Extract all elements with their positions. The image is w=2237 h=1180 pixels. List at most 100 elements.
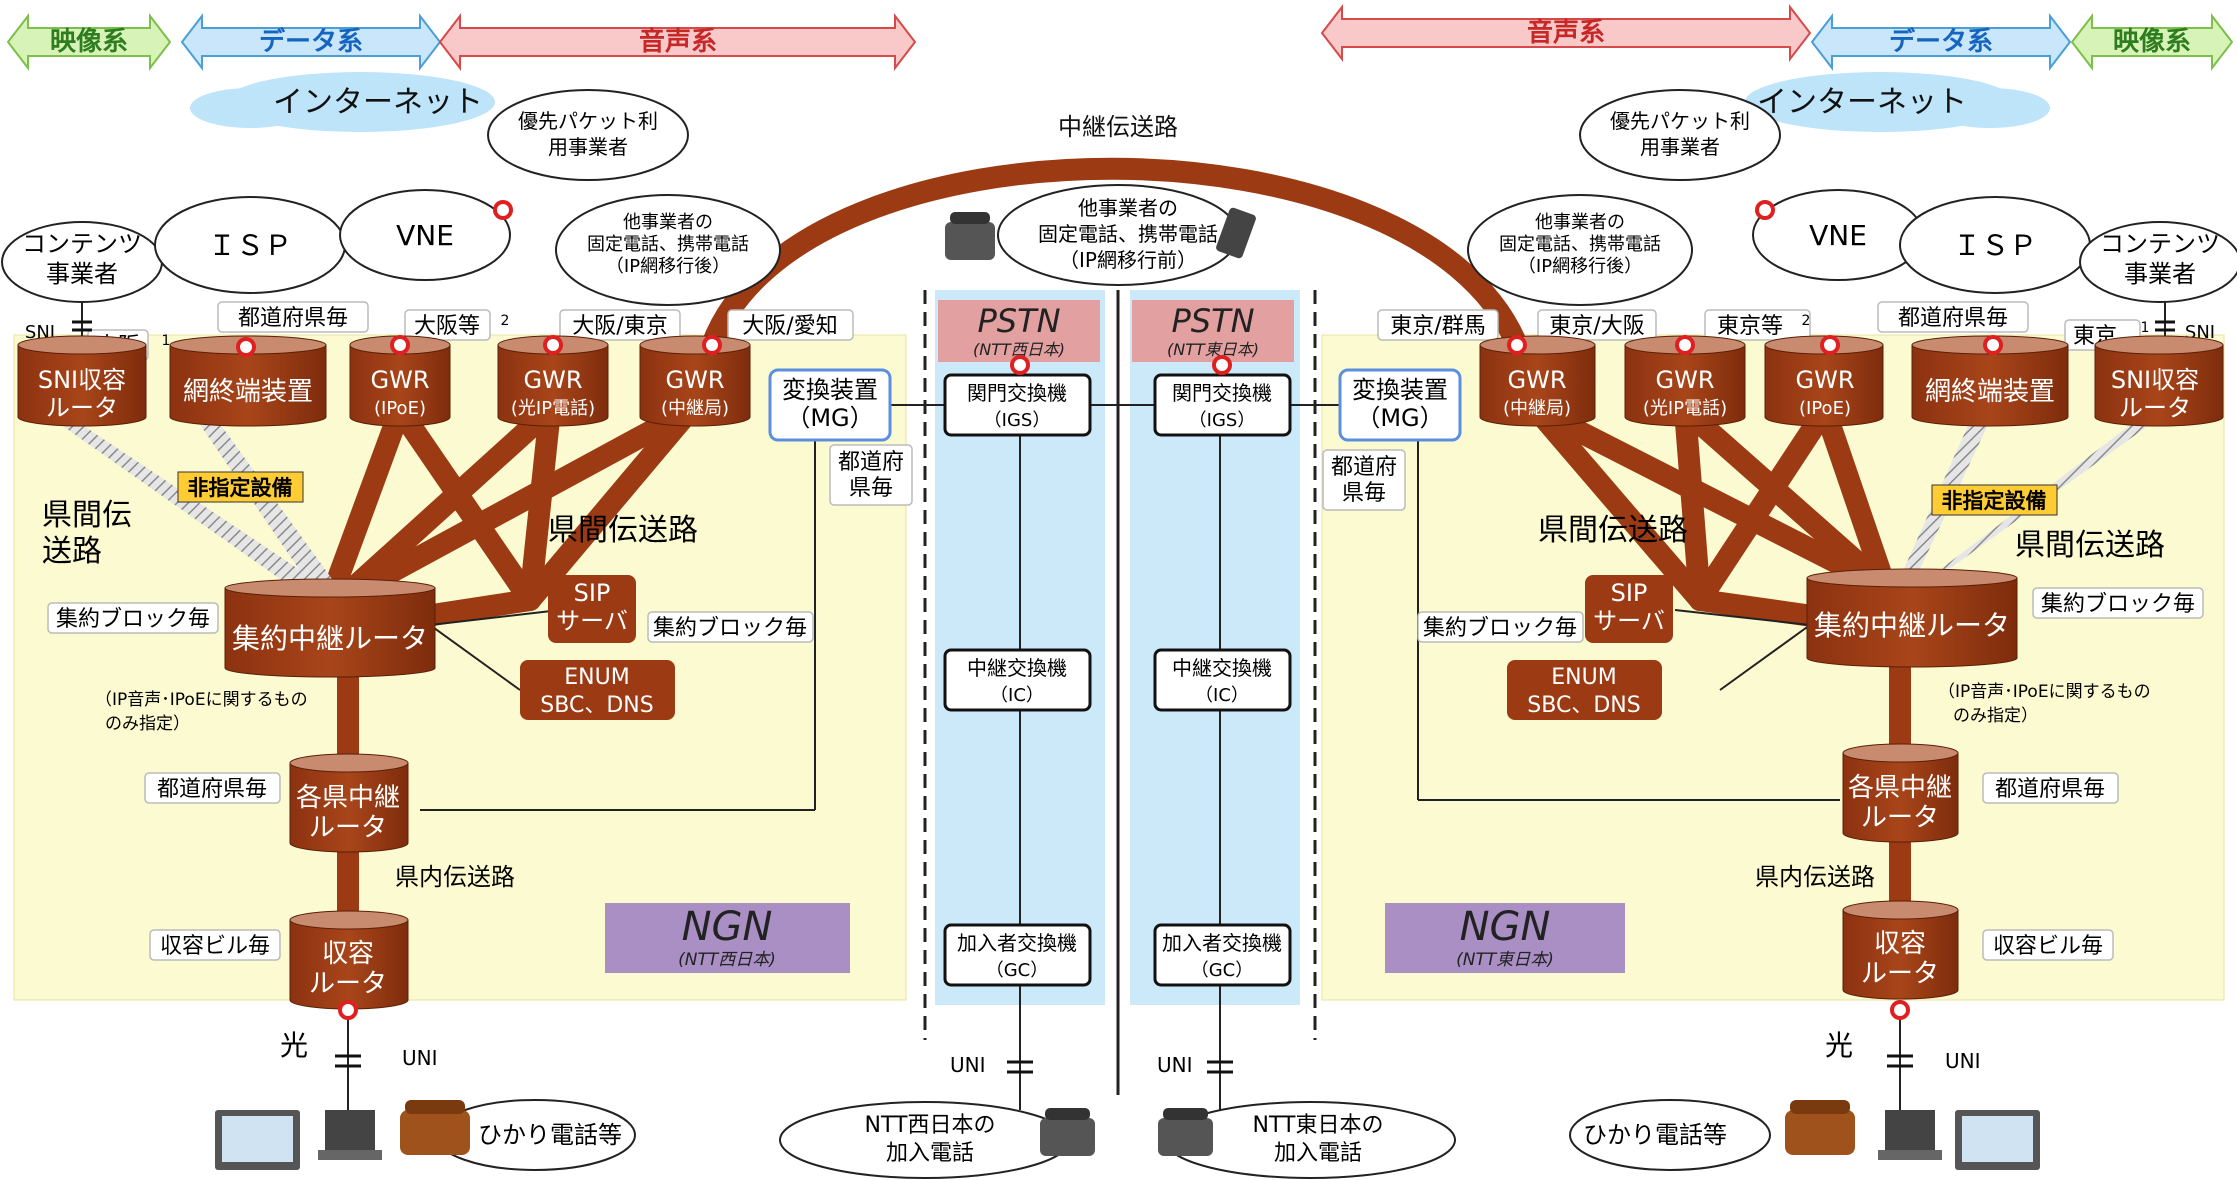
interconnect-ring-9 bbox=[1820, 335, 1840, 355]
non-designated-left-box bbox=[177, 471, 304, 503]
other-carrier-center: 他事業者の固定電話、携帯電話（IP網移行前） bbox=[1038, 196, 1218, 272]
ngn-east-label-box bbox=[1385, 903, 1625, 973]
tag-osaka-tokyo: 大阪/東京 bbox=[572, 314, 667, 339]
interconnect-ring-3 bbox=[702, 335, 722, 355]
monitor-icon-right bbox=[1955, 1110, 2040, 1170]
interconnect-ring-5 bbox=[1010, 355, 1030, 375]
ngn-east-title: NGN bbox=[1460, 904, 1551, 950]
note-left: （IP音声･IPoEに関するもののみ指定） bbox=[95, 690, 308, 734]
router-cylinders bbox=[17, 335, 2224, 1010]
interconnect-ring-2 bbox=[543, 335, 563, 355]
interconnect-ring-6 bbox=[1212, 355, 1232, 375]
gc-west-label: 加入者交換機（GC） bbox=[957, 931, 1077, 981]
acc-router-right-label: 収容ルータ bbox=[1861, 929, 1939, 989]
tag-mg-pref-right: 都道府県毎 bbox=[1331, 455, 1397, 506]
mg-right-label: 変換装置（MG） bbox=[1352, 376, 1448, 432]
gwr-ipoe-left-label: GWR(IPoE) bbox=[370, 366, 429, 419]
ngn-west-area bbox=[13, 334, 907, 1001]
sip-server-left bbox=[548, 575, 636, 643]
acc-router-right-cylinder bbox=[1842, 900, 1959, 1000]
phone-cloud-right bbox=[1569, 1099, 1771, 1171]
tag-tokyo-gunma: 東京/群馬 bbox=[1390, 314, 1485, 339]
tag-osaka-sni-sup: 1 bbox=[162, 333, 171, 349]
subscriber-east-label: NTT東日本の加入電話 bbox=[1253, 1113, 1384, 1166]
net-term-right-label: 網終端装置 bbox=[1925, 377, 2055, 407]
header-arrows-left bbox=[6, 13, 917, 71]
pstn-west-title: PSTN bbox=[977, 302, 1060, 340]
phone-icon-left bbox=[400, 1100, 470, 1155]
non-designated-left: 非指定設備 bbox=[188, 476, 293, 500]
interpref-right-b: 県間伝送路 bbox=[2015, 528, 2165, 563]
interconnect-ring-12 bbox=[338, 1000, 358, 1020]
pstn-west-label-box bbox=[938, 300, 1100, 362]
igs-east-label: 関門交換機（IGS） bbox=[1172, 381, 1272, 431]
vne-left: VNE bbox=[396, 219, 454, 252]
clouds-right bbox=[1467, 89, 2237, 306]
gwr-relay-left-cylinder bbox=[639, 335, 751, 427]
interpref-left-b: 県間伝送路 bbox=[548, 513, 698, 548]
internet-label-left: インターネット bbox=[273, 85, 483, 120]
agg-router-left-cylinder bbox=[224, 578, 436, 678]
header-left-voice: 音声系 bbox=[639, 26, 717, 57]
tag-mg-pref-left: 都道府県毎 bbox=[838, 450, 904, 501]
gwr-hikari-left-label: GWR(光IP電話) bbox=[511, 366, 595, 419]
tag-prefecture-right: 都道府県毎 bbox=[1898, 306, 2008, 331]
header-left-data: データ系 bbox=[259, 26, 363, 57]
tag-osaka-etc-sup: 2 bbox=[501, 313, 510, 329]
vne-right: VNE bbox=[1809, 219, 1867, 252]
other-carrier-right: 他事業者の固定電話、携帯電話（IP網移行後） bbox=[1499, 212, 1661, 277]
tag-pref2-left: 都道府県毎 bbox=[157, 777, 267, 802]
gwr-relay-left-label: GWR(中継局) bbox=[661, 366, 729, 419]
header-arrows-right bbox=[1320, 4, 2234, 71]
ngn-west-sub: (NTT西日本) bbox=[678, 950, 776, 970]
tag-tokyo-etc-sup: 2 bbox=[1802, 313, 1811, 329]
intrapref-right: 県内伝送路 bbox=[1755, 863, 1875, 891]
interconnect-ring-4 bbox=[493, 200, 513, 220]
agg-router-right-label: 集約中継ルータ bbox=[1814, 609, 2010, 642]
priority-packet-right: 優先パケット利用事業者 bbox=[1610, 109, 1750, 159]
intrapref-left: 県内伝送路 bbox=[395, 863, 515, 891]
tag-block-left-1: 集約ブロック毎 bbox=[56, 607, 210, 632]
mg-right bbox=[1338, 368, 1462, 442]
note-right: （IP音声･IPoEに関するもののみ指定） bbox=[1938, 682, 2151, 726]
phone-cloud-right-label: ひかり電話等 bbox=[1583, 1121, 1727, 1149]
tag-tokyo-osaka: 東京/大阪 bbox=[1549, 314, 1644, 339]
trunk-arc bbox=[701, 157, 1528, 350]
laptop-icon-left bbox=[318, 1110, 382, 1160]
interconnect-ring-13 bbox=[1890, 1000, 1910, 1020]
hikari-left: 光 bbox=[280, 1029, 308, 1062]
mg-left-label: 変換装置（MG） bbox=[782, 376, 878, 432]
pstn-west-sub: (NTT西日本) bbox=[973, 340, 1065, 359]
agg-router-right-cylinder bbox=[1806, 568, 2018, 668]
interconnect-ring-7 bbox=[1507, 335, 1527, 355]
pref-router-left-label: 各県中継ルータ bbox=[296, 783, 400, 843]
internet-cloud-left-2 bbox=[190, 88, 310, 128]
ngn-east-sub: (NTT東日本) bbox=[1456, 950, 1554, 970]
internet-cloud-right-2 bbox=[1930, 88, 2050, 128]
laptop-icon-right bbox=[1878, 1110, 1942, 1160]
header-right-voice: 音声系 bbox=[1527, 17, 1605, 48]
enum-right bbox=[1507, 660, 1662, 720]
non-designated-right-box bbox=[1931, 484, 2058, 516]
phone-icon-east-subscriber bbox=[1158, 1108, 1213, 1156]
tag-tokyo-sni-sup: 1 bbox=[2141, 320, 2150, 336]
ngn-east-area bbox=[1321, 334, 2225, 1001]
pipes-right bbox=[1526, 399, 1921, 941]
fixed-phone-icon bbox=[945, 212, 995, 260]
mg-left bbox=[768, 368, 892, 442]
priority-packet-left: 優先パケット利用事業者 bbox=[518, 109, 658, 159]
tag-bldg-left: 収容ビル毎 bbox=[160, 934, 270, 959]
hikari-right: 光 bbox=[1825, 1029, 1853, 1062]
subscriber-west-label: NTT西日本の加入電話 bbox=[865, 1113, 996, 1166]
pstn-switches bbox=[943, 373, 1292, 987]
gwr-ipoe-right-label: GWR(IPoE) bbox=[1795, 366, 1854, 419]
non-designated-right: 非指定設備 bbox=[1942, 489, 2047, 513]
agg-router-left-label: 集約中継ルータ bbox=[232, 622, 428, 655]
interpref-left-a: 県間伝送路 bbox=[42, 498, 132, 569]
ngn-west-label-box bbox=[605, 903, 850, 973]
isp-left: ＩＳＰ bbox=[208, 229, 292, 262]
header-right-video: 映像系 bbox=[2113, 27, 2191, 57]
